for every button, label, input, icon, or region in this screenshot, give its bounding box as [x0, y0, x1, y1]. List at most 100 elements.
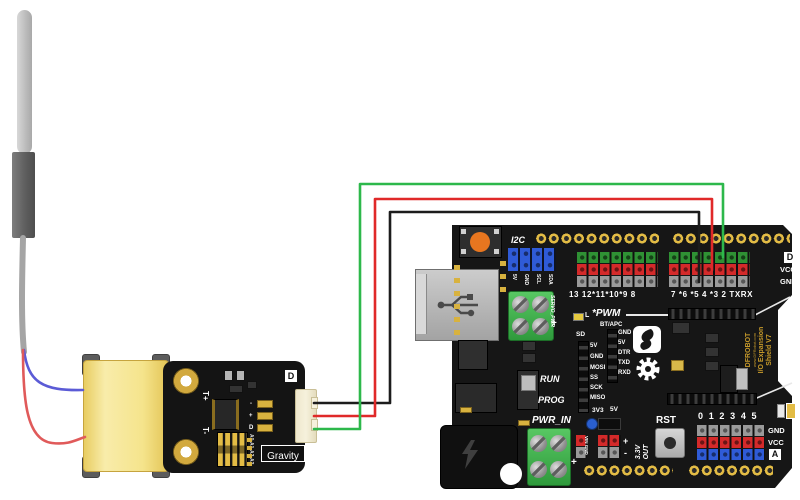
- smd-component: [224, 370, 233, 381]
- i2c-header-block: [508, 248, 556, 271]
- gear-icon: [636, 357, 660, 381]
- digital-gnd-row: [577, 276, 658, 287]
- transistor: [458, 340, 488, 370]
- sd-pin-mosi: MOSI: [590, 365, 606, 371]
- pwm-line: [626, 314, 668, 316]
- sensor-chip: [212, 399, 239, 430]
- io-expansion-shield: I2C 5V GND SCL SDA SERVO_PWR + D VCC GND…: [415, 215, 800, 500]
- button-pad: [461, 229, 466, 234]
- terminal-screw: [532, 296, 549, 313]
- yellow-capacitor: [671, 360, 684, 371]
- sd-label: SD: [576, 331, 586, 338]
- dip-side-pads: [247, 434, 252, 466]
- vin-pin: [576, 435, 587, 446]
- terminal-minus-label: T-: [201, 427, 210, 435]
- vin-gnd-label: VIN GND: [584, 436, 589, 455]
- sd-pin-miso: MISO: [590, 395, 606, 401]
- shield-button: [459, 226, 502, 258]
- gravity-badge-text: Gravity: [267, 451, 299, 462]
- jst-connector-notch: [311, 397, 318, 409]
- dfrobot-swirl-icon: [640, 329, 654, 350]
- bt-apc-label: BT/APC: [600, 322, 623, 328]
- probe-red-wire: [21, 348, 87, 445]
- reset-button-cap: [664, 437, 676, 449]
- jst-pin-minus: -: [250, 401, 252, 407]
- vin-gnd-pin: [576, 447, 587, 458]
- usb-cap: [416, 274, 427, 334]
- i2c-pin-gnd: GND: [523, 274, 529, 286]
- smd-component: [705, 333, 719, 343]
- terminal-cover: [83, 360, 169, 472]
- reset-button: [655, 428, 685, 458]
- sd-pin-ss: SS: [590, 375, 599, 381]
- analog-numbers: 0 1 2 3 4 5: [698, 411, 759, 421]
- brand-product: I/O Expansion: [757, 326, 765, 374]
- pad: [460, 407, 472, 413]
- header-socket-row: [672, 232, 790, 245]
- edge-pads: [454, 257, 460, 343]
- i2c-pin-sda: SDA: [547, 274, 553, 285]
- header-socket-row: [535, 232, 659, 245]
- sd-pin-5v: 5V: [590, 343, 598, 349]
- smd-component: [705, 361, 719, 371]
- edge-pads: [500, 253, 506, 295]
- out-minus: -: [624, 448, 627, 458]
- smd-component: [522, 341, 536, 351]
- terminal-screw: [530, 435, 547, 452]
- lightning-icon: [462, 440, 478, 469]
- digital-labels-left: 13 12*11*10*9 8: [569, 290, 636, 299]
- prog-label: PROG: [538, 395, 565, 405]
- pwr-in-label: PWR_IN: [532, 415, 571, 426]
- bt-pin-5v: 5V: [618, 340, 626, 346]
- analog-vcc-label: VCC: [768, 438, 784, 447]
- sd-pin-gnd: GND: [590, 354, 604, 360]
- power-ic-tab: [736, 368, 748, 390]
- pwm-label: *PWM: [592, 308, 621, 319]
- jst-connector-notch: [311, 419, 318, 431]
- sd-header-pins: [578, 341, 589, 413]
- bt-pin-rxd: RXD: [618, 370, 631, 376]
- i2c-pin-5v: 5V: [511, 274, 517, 281]
- analog-gnd-label: GND: [768, 426, 785, 435]
- i2c-label: I2C: [511, 235, 526, 245]
- jst-pin-d: D: [249, 425, 254, 431]
- out-pins-gnd: [598, 447, 621, 458]
- brand-name: DFROBOT: [745, 332, 752, 368]
- vcc-row-label: VCC: [780, 265, 796, 274]
- terminal-screw: [550, 461, 567, 478]
- bt-pin-gnd: GND: [618, 330, 632, 336]
- gravity-badge: Gravity: [261, 445, 305, 462]
- terminal-screw: [530, 461, 547, 478]
- d-row-marker: D: [784, 252, 796, 263]
- digital-gnd-row: [669, 276, 750, 287]
- smd-led: [777, 404, 785, 418]
- bt-pin-dtr: DTR: [618, 350, 631, 356]
- bt-apc-header-pins: [607, 329, 618, 383]
- jst-pad: [257, 400, 273, 408]
- header-socket-row: [583, 464, 673, 477]
- mounting-hole: [173, 368, 199, 394]
- out-pins-vcc: [598, 435, 621, 446]
- voltage-jumper: [598, 418, 621, 430]
- pwr-in-terminal: [527, 428, 571, 486]
- shield-branding: DFROBOT www.DFRobot.com I/O Expansion Sh…: [745, 305, 779, 395]
- gravity-sensor-board: T+ T- A0 A1 A2 A3 D - + D Gravity: [163, 361, 318, 473]
- i2c-pin-scl: SCL: [535, 274, 541, 284]
- jumper-3v3-label: 3V3: [592, 407, 604, 414]
- button-pad: [494, 249, 499, 254]
- button-pad: [494, 229, 499, 234]
- smd-component: [522, 353, 536, 363]
- blue-capacitor: [586, 418, 598, 430]
- terminal-screw: [512, 318, 529, 335]
- pwm-male-header: [668, 308, 756, 320]
- terminal-screw: [512, 296, 529, 313]
- analog-vcc-row: [697, 437, 765, 448]
- digital-d-row: [669, 252, 750, 263]
- servo-plus-label: +: [551, 318, 557, 329]
- digital-labels-right: 7 *6 *5 4 *3 2 TXRX: [671, 290, 754, 299]
- mounting-hole: [173, 439, 199, 465]
- button-pad: [461, 249, 466, 254]
- jst-pad: [257, 412, 273, 420]
- temperature-probe: [0, 0, 60, 360]
